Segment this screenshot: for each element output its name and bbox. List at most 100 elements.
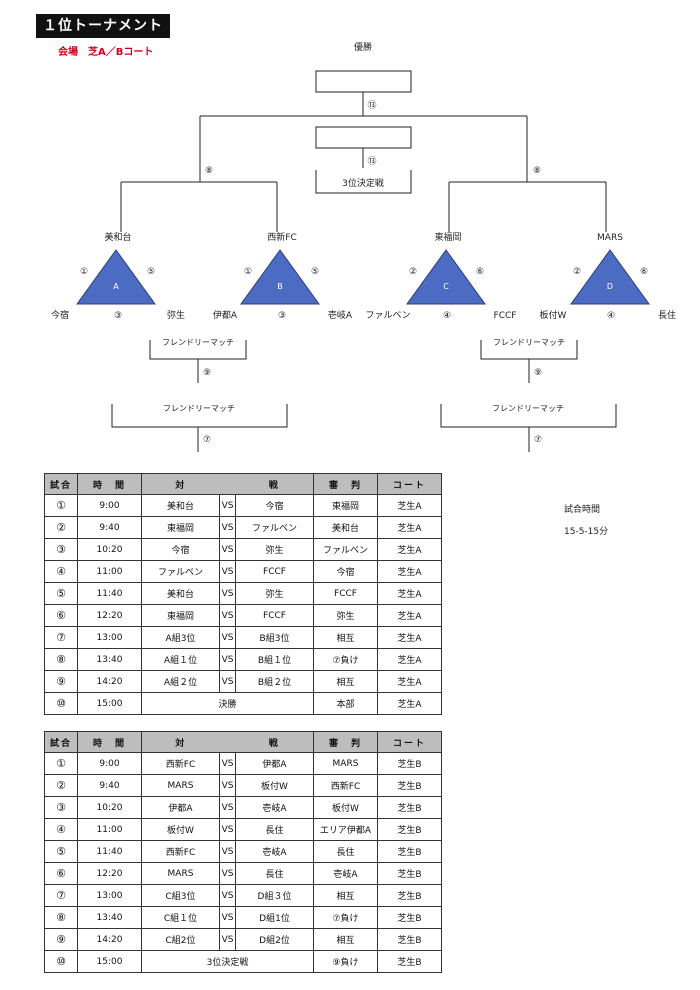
court-cell: 芝生A	[377, 582, 442, 605]
home-team-cell: 美和台	[141, 582, 220, 605]
home-team-cell: 西新FC	[141, 840, 220, 863]
referee-cell: ⑦負け	[313, 906, 378, 929]
home-team-cell: 板付W	[141, 818, 220, 841]
final-match-number: ⑬	[367, 100, 376, 111]
vs-cell: VS	[219, 670, 236, 693]
away-team-cell: D組1位	[235, 906, 314, 929]
home-team-cell: 東福岡	[141, 604, 220, 627]
friendly-label-left-bottom: フレンドリーマッチ	[163, 404, 235, 413]
court-cell: 芝生B	[377, 818, 442, 841]
time-cell: 10:20	[77, 796, 142, 819]
group-d-bottom-num: ④	[607, 311, 615, 321]
match-number-cell: ④	[44, 560, 78, 583]
group-a-bottom-left: 今宿	[51, 309, 69, 321]
group-c-bottom-left: ファルベン	[365, 311, 410, 321]
group-c: C 東福岡 ② ⑥ ファルベン ④ FCCF	[365, 231, 516, 321]
time-cell: 12:20	[77, 604, 142, 627]
referee-cell: ⑦負け	[313, 648, 378, 671]
tournament-bracket: 優勝 ⑬ ⑬ 3位決定戦 ⑧ ⑧ A 美和台 ① ⑤ 今宿 ③ 弥生 B 西新F…	[51, 41, 676, 452]
match-number-cell: ⑩	[44, 692, 78, 715]
vs-cell: VS	[219, 818, 236, 841]
time-cell: 13:00	[77, 626, 142, 649]
match-number-cell: ②	[44, 774, 78, 797]
triangle-c	[406, 249, 486, 305]
court-cell: 芝生A	[377, 516, 442, 539]
referee-cell: 板付W	[313, 796, 378, 819]
match-number-cell: ⑦	[44, 626, 78, 649]
home-team-cell: C組3位	[141, 884, 220, 907]
referee-cell: ファルベン	[313, 538, 378, 561]
vs-cell: VS	[219, 604, 236, 627]
group-c-letter: C	[443, 282, 449, 291]
match-number-cell: ④	[44, 818, 78, 841]
match-number-cell: ②	[44, 516, 78, 539]
court-cell: 芝生A	[377, 670, 442, 693]
friendly-right-bottom-num: ⑦	[534, 435, 542, 445]
friendly-right-top-num: ⑨	[534, 368, 542, 378]
home-team-cell: 東福岡	[141, 516, 220, 539]
away-team-cell: 板付W	[235, 774, 314, 797]
match-number-cell: ⑥	[44, 862, 78, 885]
away-team-cell: ファルベン	[235, 516, 314, 539]
vs-cell: VS	[219, 560, 236, 583]
time-cell: 11:40	[77, 840, 142, 863]
venue-label: 会場 芝A／Bコート	[58, 47, 154, 58]
group-b-bottom-right: 壱岐A	[328, 309, 353, 321]
away-team-cell: 壱岐A	[235, 796, 314, 819]
referee-cell: 本部	[313, 692, 378, 715]
group-c-bottom-right: FCCF	[494, 311, 517, 321]
champion-box	[315, 70, 412, 93]
home-team-cell: 西新FC	[141, 752, 220, 775]
match-number-cell: ③	[44, 796, 78, 819]
away-team-cell: 長住	[235, 818, 314, 841]
group-d-bottom-left: 板付W	[540, 309, 567, 321]
home-team-cell: C組2位	[141, 928, 220, 951]
vs-cell: VS	[219, 862, 236, 885]
referee-cell: 壱岐A	[313, 862, 378, 885]
time-cell: 9:40	[77, 774, 142, 797]
champion-label: 優勝	[354, 41, 372, 53]
vs-cell: VS	[219, 840, 236, 863]
group-c-bottom-num: ④	[443, 311, 451, 321]
vs-cell: VS	[219, 516, 236, 539]
header-time: 時 間	[77, 473, 142, 495]
match-merged-cell: 3位決定戦	[141, 950, 314, 973]
home-team-cell: 美和台	[141, 494, 220, 517]
time-cell: 12:20	[77, 862, 142, 885]
court-cell: 芝生A	[377, 604, 442, 627]
match-number-cell: ①	[44, 494, 78, 517]
home-team-cell: A組２位	[141, 670, 220, 693]
vs-cell: VS	[219, 648, 236, 671]
away-team-cell: FCCF	[235, 560, 314, 583]
court-cell: 芝生A	[377, 648, 442, 671]
home-team-cell: MARS	[141, 862, 220, 885]
away-team-cell: FCCF	[235, 604, 314, 627]
group-d: D MARS ② ⑥ 板付W ④ 長住	[540, 233, 676, 321]
time-cell: 9:00	[77, 752, 142, 775]
header-match-a: 対	[141, 731, 220, 753]
triangle-a	[76, 249, 156, 305]
time-cell: 13:00	[77, 884, 142, 907]
referee-cell: FCCF	[313, 582, 378, 605]
referee-cell: 相互	[313, 884, 378, 907]
home-team-cell: ファルベン	[141, 560, 220, 583]
group-a-bottom-right: 弥生	[167, 309, 185, 321]
header-ref: 審 判	[313, 473, 378, 495]
time-cell: 13:40	[77, 648, 142, 671]
time-cell: 11:40	[77, 582, 142, 605]
match-number-cell: ①	[44, 752, 78, 775]
group-b-letter: B	[277, 282, 283, 291]
vs-cell: VS	[219, 906, 236, 929]
group-d-left-num: ②	[573, 267, 581, 277]
header-court: コート	[377, 731, 442, 753]
